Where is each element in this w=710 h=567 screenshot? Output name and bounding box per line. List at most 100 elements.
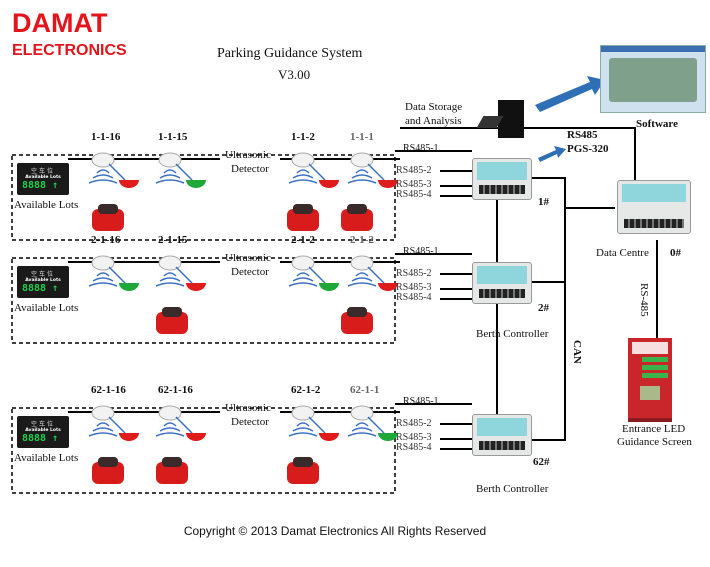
ultrasonic-sensor-icon [158,152,182,168]
indicator-light-red [319,433,339,441]
car-icon [92,209,124,231]
display-en-text: Available Lots [25,175,61,180]
software-screenshot [600,45,706,113]
sonar-wave-icon [92,277,114,282]
detector-label: Detector [231,163,269,175]
slot-label: 2-1-2 [350,234,374,246]
sonar-wave-icon [351,174,373,179]
sonar-wave-icon [159,174,181,179]
sonar-wave-icon [347,282,377,287]
slot-label: 62-1-2 [291,384,321,396]
sonar-wave-icon [288,282,318,287]
sonar-wave-icon [155,432,185,437]
slot-label: 2-1-15 [158,234,188,246]
data-centre-id: 0# [670,247,681,259]
zone-boundary [11,154,396,241]
data-centre-device [617,180,691,234]
display-count: 8888 [22,283,47,294]
slot-label: 1-1-1 [350,131,374,143]
sonar-wave-icon [296,169,310,174]
sonar-wave-icon [88,282,118,287]
available-lots-label: Available Lots [14,452,79,464]
sonar-wave-icon [96,422,110,427]
slot-label: 2-1-2 [291,234,315,246]
display-cn-text: 空车位 [30,271,55,278]
sonar-wave-icon [355,272,369,277]
sonar-wave-icon [292,174,314,179]
sonar-wave-icon [159,277,181,282]
sonar-wave-icon [88,179,118,184]
berth-controller-device [472,262,532,304]
indicator-wire [367,416,385,434]
display-en-text: Available Lots [25,278,61,283]
diagram-title: Parking Guidance System [217,46,363,61]
sonar-wave-icon [96,272,110,277]
indicator-light-red [186,433,206,441]
car-windshield [98,457,118,467]
arrow-up-icon: ↑ [52,433,59,444]
indicator-wire [367,266,385,284]
car-icon [92,462,124,484]
diagram-version: V3.00 [278,67,311,82]
slot-label: 62-1-16 [158,384,193,396]
sonar-wave-icon [347,432,377,437]
sonar-wave-icon [163,272,177,277]
car-windshield [347,307,367,317]
car-icon [287,209,319,231]
sonar-wave-icon [355,169,369,174]
arrow-to-protocol-icon [538,146,566,162]
car-windshield [293,457,313,467]
car-icon [341,209,373,231]
sonar-wave-icon [96,169,110,174]
protocol-label-2: PGS-320 [567,143,609,155]
indicator-wire [108,266,126,284]
ultrasonic-sensor-icon [350,255,374,271]
detector-label: Ultrasonic [225,252,271,264]
detector-label: Detector [231,416,269,428]
arrow-up-icon: ↑ [52,180,59,191]
slot-label: 1-1-2 [291,131,315,143]
computer-icon [498,100,524,138]
rs485-port-label: RS485-3 [396,179,432,190]
ultrasonic-sensor-icon [350,152,374,168]
ultrasonic-sensor-icon [291,405,315,421]
indicator-light-green [378,433,398,441]
available-lots-label: Available Lots [14,199,79,211]
indicator-light-red [119,180,139,188]
slot-label: 62-1-1 [350,384,380,396]
display-count: 8888 [22,180,47,191]
indicator-wire [308,416,326,434]
display-digits: 8888 ↑ [17,433,69,444]
indicator-light-red [378,283,398,291]
sonar-wave-icon [355,422,369,427]
ultrasonic-sensor-icon [158,405,182,421]
berth-controller-device [472,158,532,200]
entrance-screen-label-2: Guidance Screen [617,436,692,448]
rs485-port-label: RS485-2 [396,268,432,279]
slot-label: 1-1-16 [91,131,121,143]
indicator-wire [175,163,193,181]
display-count: 8888 [22,433,47,444]
ultrasonic-sensor-icon [158,255,182,271]
entrance-led-screen [628,338,672,422]
indicator-light-green [119,283,139,291]
display-digits: 8888 ↑ [17,180,69,191]
sonar-wave-icon [155,179,185,184]
display-cn-text: 空车位 [30,168,55,175]
brand-subtitle: ELECTRONICS [12,42,127,59]
can-bus-line [530,177,566,441]
sonar-wave-icon [155,282,185,287]
available-lots-label: Available Lots [14,302,79,314]
rs485-port-label: RS485-2 [396,165,432,176]
sonar-wave-icon [92,427,114,432]
display-cn-text: 空车位 [30,421,55,428]
sonar-wave-icon [292,277,314,282]
sonar-wave-icon [163,169,177,174]
car-icon [341,312,373,334]
rs485-port-label: RS485-1 [403,396,439,407]
